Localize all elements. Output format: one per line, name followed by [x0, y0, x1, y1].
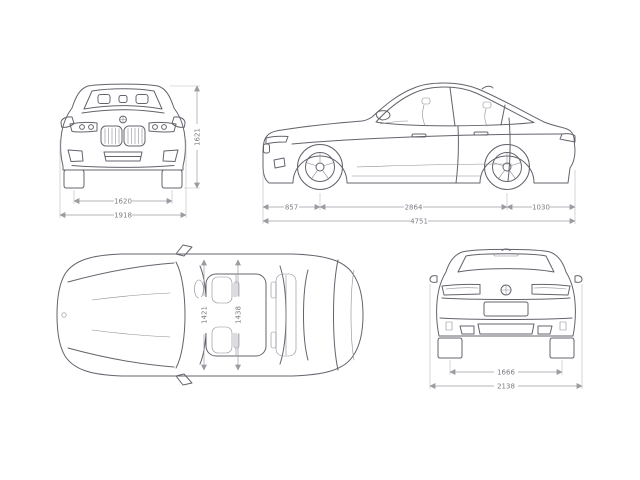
front-wheel	[297, 144, 343, 190]
roof-rear-edge	[279, 265, 287, 365]
trunk-edge	[333, 259, 339, 371]
hood-crease-top	[67, 262, 175, 283]
antenna-fin	[501, 248, 511, 251]
tire-left	[63, 169, 85, 189]
tail-edge	[350, 269, 355, 361]
mirror-right	[171, 116, 186, 128]
windshield-base	[175, 261, 186, 369]
shoulder-line	[291, 133, 563, 145]
front-view: 1620 1918 1621	[59, 83, 202, 220]
bumper-crease	[439, 317, 573, 320]
side-dimensions: 857 2864 1030 4751	[262, 170, 576, 226]
side-view: 857 2864 1030 4751	[262, 82, 576, 226]
grille-slats	[104, 127, 143, 145]
dimension-label-rear-track: 1666	[497, 369, 515, 377]
center-air-intake	[103, 151, 143, 162]
front-track-dimension: 1620	[73, 190, 173, 206]
mirror-bottom	[175, 373, 193, 386]
front-lip	[71, 165, 175, 168]
third-brake-light	[493, 253, 519, 257]
headlamp-side	[265, 135, 289, 145]
headlight-left	[69, 121, 98, 133]
headrest-center	[118, 95, 128, 103]
lower-crease	[356, 163, 513, 168]
dimension-label-total-length: 4751	[410, 218, 428, 226]
tire-left	[437, 337, 463, 359]
hood-crease-bottom	[67, 347, 175, 368]
reflector-left	[445, 321, 453, 331]
front-view-body	[60, 83, 186, 189]
b-pillar	[449, 87, 456, 127]
taillight-right	[531, 283, 571, 296]
dimension-label-front-track: 1620	[114, 198, 132, 206]
tailgate-seam	[441, 297, 571, 300]
top-interior-width-front-dimension: 1421	[199, 259, 209, 371]
taillight-left	[441, 283, 481, 296]
rear-window-base	[303, 269, 309, 361]
diffuser	[477, 323, 535, 335]
mirror-top	[175, 244, 193, 257]
mirror-left	[60, 116, 75, 128]
side-view-body	[262, 82, 576, 190]
dimension-label-front-overhang: 857	[285, 204, 298, 212]
dimension-label-front-height: 1621	[194, 128, 202, 146]
kidney-grille-right	[123, 125, 146, 147]
reflector-right	[559, 321, 567, 331]
quarter-window-line	[500, 104, 506, 126]
headlight-right	[148, 121, 177, 133]
air-curtain	[273, 157, 286, 169]
cowl-line	[81, 109, 165, 114]
rear-view: 1666 2138	[429, 248, 583, 391]
exhaust-left	[459, 325, 475, 335]
tire-right	[549, 337, 575, 359]
exhaust-right	[537, 325, 553, 335]
side-glasshouse	[375, 86, 535, 127]
interior-hints	[379, 97, 492, 127]
grille-side	[263, 143, 270, 154]
seats	[194, 273, 297, 357]
headrest-right	[135, 94, 149, 104]
front-width-dimension: 1918	[59, 140, 187, 220]
antenna-fin	[481, 85, 494, 90]
dimension-label-rear-overhang: 1030	[532, 204, 550, 212]
dimension-label-width-with-mirrors: 2138	[497, 383, 515, 391]
license-plate	[483, 301, 529, 317]
rear-door-seam	[507, 117, 511, 182]
dimension-label-interior-width-front: 1421	[201, 306, 209, 324]
kidney-grille-left	[100, 125, 123, 147]
door-handle-front	[411, 133, 427, 138]
dimension-label-wheelbase: 2864	[405, 204, 423, 212]
tire-right	[161, 169, 183, 189]
headrest-left	[97, 94, 111, 104]
dimension-label-front-width: 1918	[114, 212, 132, 220]
side-mirror	[375, 110, 391, 121]
rear-window	[457, 253, 555, 273]
mirror-left	[429, 275, 438, 283]
rear-wheel	[484, 144, 530, 190]
rear-track-dimension: 1666	[449, 360, 563, 377]
windshield	[83, 88, 163, 110]
top-view: 1421 1438	[56, 244, 364, 386]
front-door-seam	[455, 126, 459, 184]
side-air-intakes	[67, 149, 179, 162]
top-interior-width-rear-dimension: 1438	[233, 259, 243, 371]
top-view-body	[56, 244, 364, 386]
dimension-label-interior-width-rear: 1438	[235, 306, 243, 324]
rear-width-mirrors-dimension: 2138	[429, 284, 583, 391]
hood-roundel-icon	[61, 312, 67, 318]
rear-view-body	[429, 248, 583, 359]
taillight-side	[559, 133, 576, 143]
front-height-dimension: 1621	[170, 85, 202, 189]
mirror-right	[574, 275, 583, 283]
